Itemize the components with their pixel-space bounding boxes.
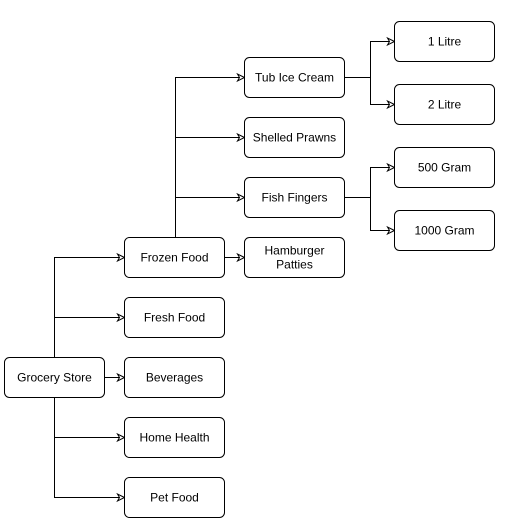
node-label: Fish Fingers — [261, 191, 327, 205]
node-pet-food[interactable]: Pet Food — [124, 477, 225, 518]
arrowhead — [116, 492, 126, 503]
node-label: Shelled Prawns — [253, 131, 336, 145]
node-frozen-food[interactable]: Frozen Food — [124, 237, 225, 278]
node-label: Home Health — [139, 431, 209, 445]
node-shelled-prawns[interactable]: Shelled Prawns — [244, 117, 345, 158]
node-label: Fresh Food — [144, 311, 205, 325]
connector-1000-gram — [344, 197, 390, 231]
node-label: Beverages — [146, 371, 203, 385]
node-label: Tub Ice Cream — [255, 71, 334, 85]
node-box — [394, 84, 495, 125]
node-box — [124, 297, 225, 338]
node-fish-fingers[interactable]: Fish Fingers — [244, 177, 345, 218]
connector-home-health — [54, 397, 120, 438]
node-box — [124, 237, 225, 278]
connector-1-litre — [344, 41, 390, 78]
connector-fresh-food — [54, 317, 120, 358]
connector-shelled-prawns — [175, 137, 240, 238]
connector-pet-food — [54, 397, 120, 498]
connector-500-gram — [344, 167, 390, 198]
arrowhead — [386, 36, 396, 47]
node-label: Grocery Store — [17, 371, 92, 385]
arrowhead — [386, 225, 396, 236]
node-label: 500 Gram — [418, 161, 471, 175]
arrowhead — [386, 162, 396, 173]
arrowhead — [116, 432, 126, 443]
node-box — [244, 177, 345, 218]
edges-from-fish-fingers — [344, 162, 396, 236]
edges-from-grocery-store — [54, 252, 126, 503]
node-box — [394, 210, 495, 251]
node-box — [124, 417, 225, 458]
node-grocery-store[interactable]: Grocery Store — [4, 357, 105, 398]
node-label: Patties — [276, 258, 313, 272]
node-label: 1000 Gram — [414, 224, 474, 238]
node-box — [244, 57, 345, 98]
arrowhead — [116, 252, 126, 263]
connector-tub-ice-cream — [175, 77, 240, 238]
node-home-health[interactable]: Home Health — [124, 417, 225, 458]
node-box — [394, 21, 495, 62]
node-500-gram[interactable]: 500 Gram — [394, 147, 495, 188]
node-label: Pet Food — [150, 491, 199, 505]
edges-from-tub-ice-cream — [344, 36, 396, 110]
node-label: Hamburger — [264, 244, 324, 258]
node-box — [4, 357, 105, 398]
connector-2-litre — [344, 77, 390, 105]
node-box — [244, 117, 345, 158]
arrowhead — [236, 132, 246, 143]
node-box — [394, 147, 495, 188]
nodes: Grocery Store Frozen Food Tub Ice Cream 1 L… — [4, 21, 495, 518]
node-tub-ice-cream[interactable]: Tub Ice Cream — [244, 57, 345, 98]
arrowhead — [386, 99, 396, 110]
node-box — [244, 237, 345, 278]
arrowhead — [236, 192, 246, 203]
node-label: Frozen Food — [140, 251, 208, 265]
node-1000-gram[interactable]: 1000 Gram — [394, 210, 495, 251]
arrowhead — [236, 252, 246, 263]
node-beverages[interactable]: Beverages — [124, 357, 225, 398]
node-label: 1 Litre — [428, 35, 462, 49]
node-box — [124, 357, 225, 398]
node-fresh-food[interactable]: Fresh Food — [124, 297, 225, 338]
node-2-litre[interactable]: 2 Litre — [394, 84, 495, 125]
connector-frozen-food — [54, 257, 120, 358]
connector-fish-fingers — [175, 197, 240, 238]
node-box — [124, 477, 225, 518]
arrowhead — [116, 312, 126, 323]
node-1-litre[interactable]: 1 Litre — [394, 21, 495, 62]
node-label: 2 Litre — [428, 98, 462, 112]
arrowhead — [236, 72, 246, 83]
arrowhead — [116, 372, 126, 383]
edges-from-frozen-food — [175, 72, 246, 263]
